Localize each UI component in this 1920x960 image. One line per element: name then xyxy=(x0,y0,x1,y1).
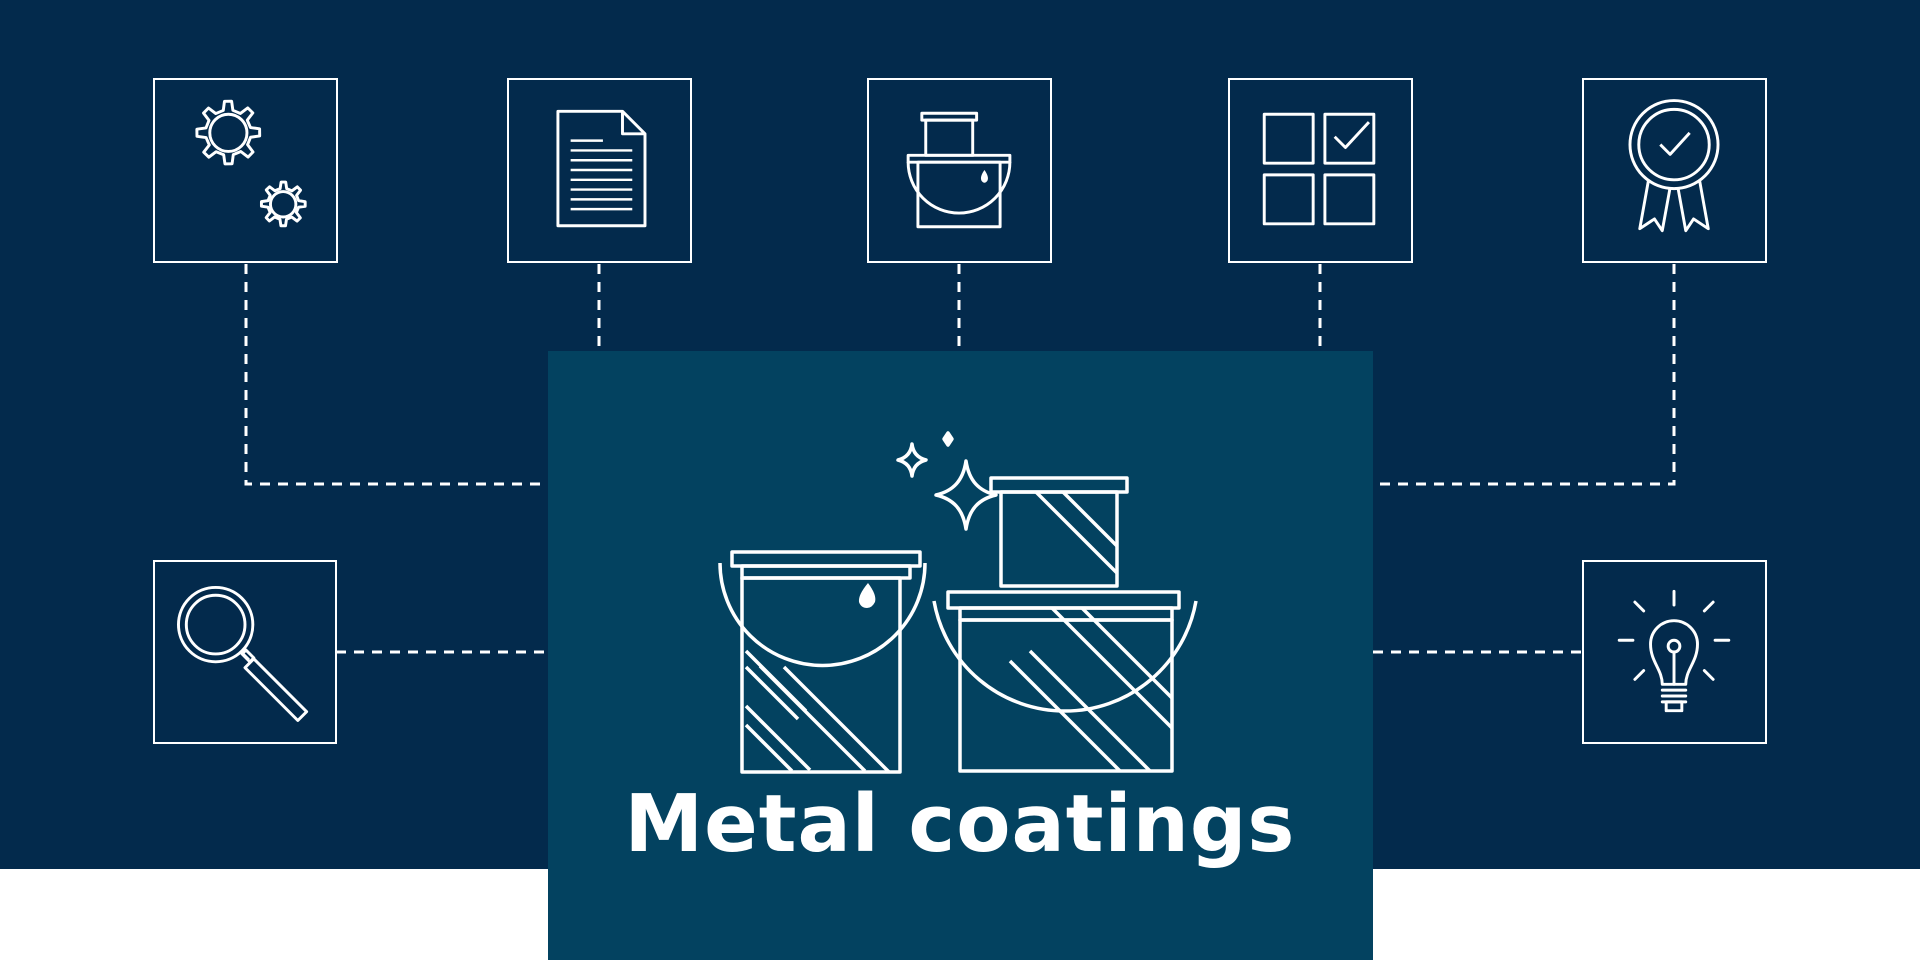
page-title: Metal coatings xyxy=(624,778,1296,870)
sparkle-large-icon xyxy=(934,459,998,531)
paint-cans-illustration xyxy=(548,351,1373,960)
connector-award xyxy=(1373,264,1676,486)
sparkle-tiny-icon xyxy=(942,431,954,447)
gears-icon-box xyxy=(153,78,338,263)
lightbulb-icon xyxy=(1617,589,1731,713)
document-icon-box xyxy=(507,78,692,263)
checklist-grid-icon-box xyxy=(1228,78,1413,263)
magnifier-icon-box xyxy=(153,560,337,744)
connector-gears xyxy=(244,264,548,486)
award-badge-icon-box xyxy=(1582,78,1767,263)
lightbulb-icon-box xyxy=(1582,560,1767,744)
center-panel xyxy=(548,351,1373,960)
paint-can-icon-box xyxy=(867,78,1052,263)
document-icon xyxy=(556,109,647,228)
magnifier-icon xyxy=(177,585,309,722)
award-badge-icon xyxy=(1628,99,1720,233)
gears-icon xyxy=(195,99,307,228)
checklist-grid-icon xyxy=(1262,112,1376,226)
sparkle-small-icon xyxy=(896,442,928,478)
paint-can-icon xyxy=(906,111,1012,229)
